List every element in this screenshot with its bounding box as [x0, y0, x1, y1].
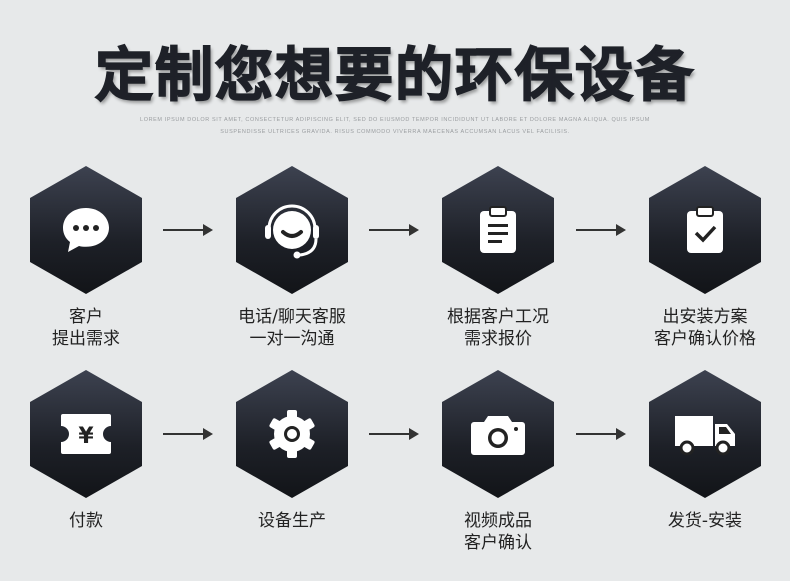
hexagon: [30, 166, 142, 294]
hexagon: [649, 370, 761, 498]
step-label-line: 根据客户工况: [447, 307, 549, 327]
headset-icon: [265, 204, 319, 259]
step-shipping: 发货-安装: [625, 370, 785, 532]
page-title: 定制您想要的环保设备: [94, 40, 695, 110]
camera-icon: [471, 416, 525, 455]
arrow-right-icon: [576, 224, 626, 236]
hexagon: [649, 166, 761, 294]
step-label-line: 设备生产: [258, 511, 326, 531]
arrow-right-icon: [163, 428, 213, 440]
subtitle-line-2: SUSPENDISSE ULTRICES GRAVIDA. RISUS COMM…: [220, 129, 570, 135]
subtitle-line-1: LOREM IPSUM DOLOR SIT AMET, CONSECTETUR …: [140, 117, 650, 123]
step-label-line: 一对一沟通: [249, 329, 335, 349]
clipboard-check-icon: [687, 206, 723, 253]
chat-bubble-icon: [63, 208, 109, 252]
step-label-line: 客户: [69, 307, 103, 327]
step-label-line: 客户确认: [464, 533, 532, 553]
step-label-line: 出安装方案: [662, 307, 748, 327]
step-video-confirm: 视频成品客户确认: [418, 370, 578, 554]
step-label-line: 需求报价: [464, 329, 532, 349]
hexagon: [442, 166, 554, 294]
step-label-line: 视频成品: [464, 511, 532, 531]
clipboard-list-icon: [480, 206, 516, 253]
arrow-right-icon: [369, 224, 419, 236]
step-label-line: 付款: [69, 511, 103, 531]
hexagon: [236, 166, 348, 294]
step-production: 设备生产: [212, 370, 372, 532]
hexagon: ¥: [30, 370, 142, 498]
truck-icon: [675, 416, 735, 456]
step-quote: 根据客户工况需求报价: [418, 166, 578, 350]
hexagon: [236, 370, 348, 498]
arrow-right-icon: [163, 224, 213, 236]
gear-icon: [269, 410, 315, 458]
step-payment: ¥ 付款: [6, 370, 166, 532]
arrow-right-icon: [576, 428, 626, 440]
step-label-line: 电话/聊天客服: [238, 307, 346, 327]
svg-text:¥: ¥: [78, 424, 94, 449]
step-install-plan: 出安装方案客户确认价格: [625, 166, 785, 350]
step-label-line: 提出需求: [52, 329, 120, 349]
step-label-line: 发货-安装: [667, 511, 743, 531]
step-phone-chat: 电话/聊天客服一对一沟通: [212, 166, 372, 350]
step-label-line: 客户确认价格: [654, 329, 756, 349]
step-customer-request: 客户提出需求: [6, 166, 166, 350]
hexagon: [442, 370, 554, 498]
arrow-right-icon: [369, 428, 419, 440]
yen-ticket-icon: ¥: [61, 414, 111, 454]
